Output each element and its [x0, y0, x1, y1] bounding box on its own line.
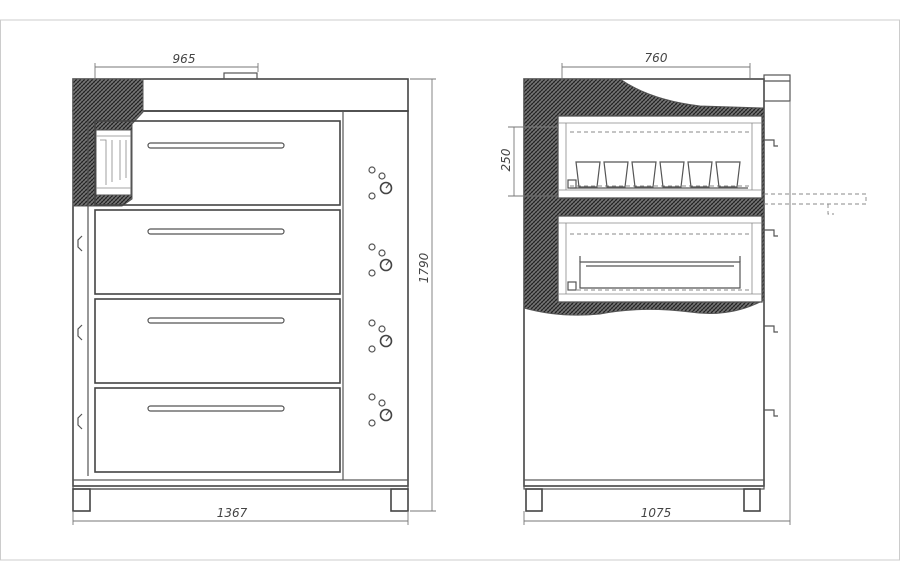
handle-icon — [764, 409, 778, 417]
dimension-label-1075: 1075 — [641, 506, 672, 520]
baking-mold-icon — [659, 161, 685, 188]
dimension-label-760: 760 — [645, 51, 668, 65]
handle-icon — [764, 325, 778, 333]
door-2[interactable] — [94, 209, 341, 295]
control-knob-icon[interactable] — [379, 334, 393, 348]
sensor-icon — [567, 281, 577, 291]
control-group-4 — [368, 393, 393, 427]
door-handle-4[interactable] — [147, 405, 285, 412]
indicator-light-icon — [368, 192, 376, 200]
front-right-leg — [390, 488, 409, 512]
cutaway-detail — [100, 139, 127, 185]
side-base-plate — [523, 479, 765, 490]
open-door-outline — [764, 193, 867, 215]
indicator-light-icon — [368, 243, 376, 251]
front-base-plate — [72, 479, 409, 490]
dimension-965: 965 — [94, 52, 259, 80]
open-door-handle-dashed — [827, 204, 834, 215]
baking-chamber-1 — [557, 115, 763, 199]
dimension-label-1367: 1367 — [217, 506, 248, 520]
indicator-light-icon — [368, 345, 376, 353]
baking-mold-icon — [575, 161, 601, 188]
dimension-1790: 1790 — [410, 78, 436, 512]
indicator-light-icon — [368, 393, 376, 401]
control-knob-icon[interactable] — [379, 258, 393, 272]
baking-molds — [567, 161, 748, 189]
front-left-leg — [72, 488, 91, 512]
dimension-label-965: 965 — [173, 52, 196, 66]
indicator-light-icon — [378, 249, 386, 257]
cutaway-chamber — [95, 129, 132, 196]
indicator-light-icon — [368, 269, 376, 277]
knob-pointer — [385, 336, 390, 342]
side-flue — [763, 74, 791, 102]
indicator-light-icon — [378, 172, 386, 180]
side-handles — [764, 139, 778, 417]
door-3[interactable] — [94, 298, 341, 384]
door-handle-3[interactable] — [147, 317, 285, 324]
knob-pointer — [385, 183, 390, 189]
oven-doors — [87, 120, 341, 476]
hinge-icon — [77, 235, 83, 252]
control-knob-icon[interactable] — [379, 181, 393, 195]
open-door-dashed — [764, 193, 867, 205]
front-body — [72, 110, 409, 487]
baking-tray-icon — [579, 261, 741, 289]
dimension-label-250: 250 — [499, 148, 513, 171]
control-group-2 — [368, 243, 393, 277]
side-left-leg — [525, 488, 543, 512]
knob-pointer — [385, 410, 390, 416]
front-view: 965 1367 1790 — [72, 52, 436, 525]
indicator-light-icon — [368, 319, 376, 327]
baking-mold-icon — [715, 161, 741, 188]
door-4[interactable] — [94, 387, 341, 473]
hinge-icon — [77, 324, 83, 341]
handle-icon — [764, 229, 778, 237]
dimension-250: 250 — [499, 126, 558, 197]
indicator-light-icon — [378, 399, 386, 407]
baking-tray — [567, 256, 741, 291]
door-handle-1[interactable] — [147, 142, 285, 149]
side-right-leg — [743, 488, 761, 512]
indicator-light-icon — [378, 325, 386, 333]
control-knob-icon[interactable] — [379, 408, 393, 422]
baking-chamber-2 — [557, 215, 763, 303]
knob-pointer — [385, 260, 390, 266]
handle-icon — [764, 139, 778, 147]
baking-mold-icon — [687, 161, 713, 188]
dimension-label-1790: 1790 — [417, 252, 431, 283]
dimension-1075: 1075 — [523, 101, 791, 525]
baking-mold-icon — [603, 161, 629, 188]
dimension-760: 760 — [561, 51, 751, 78]
front-top-vent — [223, 72, 258, 80]
control-knobs — [368, 166, 393, 427]
control-group-1 — [368, 166, 393, 200]
door-handle-2[interactable] — [147, 228, 285, 235]
door-hinges — [77, 235, 83, 430]
indicator-light-icon — [368, 166, 376, 174]
dimension-1367: 1367 — [72, 506, 409, 525]
indicator-light-icon — [368, 419, 376, 427]
door-1[interactable] — [94, 120, 341, 206]
hinge-icon — [77, 413, 83, 430]
control-group-3 — [368, 319, 393, 353]
baking-mold-icon — [631, 161, 657, 188]
side-view: 760 250 1075 — [499, 51, 867, 525]
